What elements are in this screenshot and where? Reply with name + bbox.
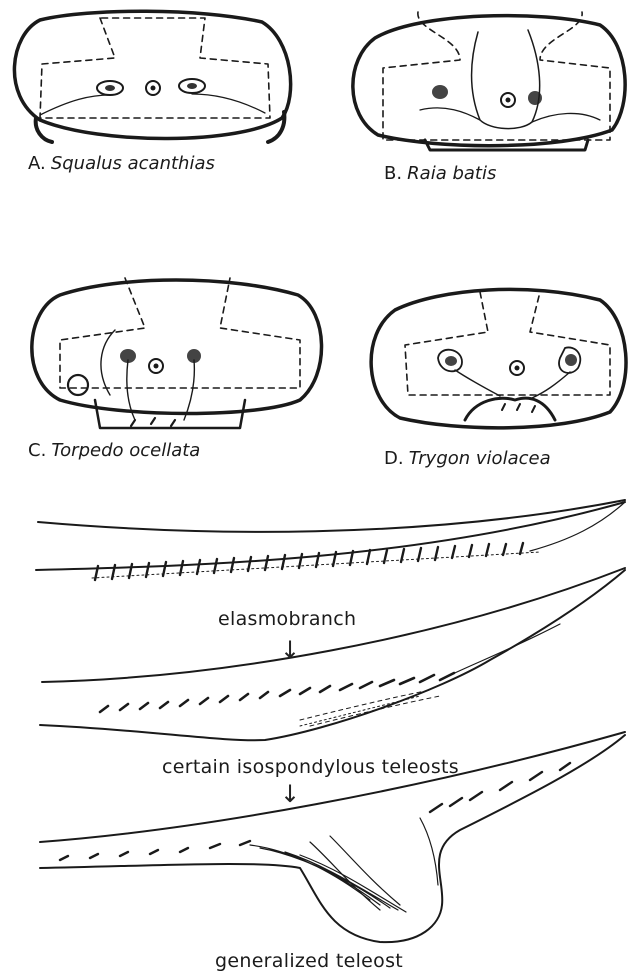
label-panel-b: B. Raia batis [384, 163, 496, 184]
label-panel-d: D. Trygon violacea [384, 448, 551, 469]
label-panel-d-letter: D. [384, 448, 404, 469]
cross-section-c [32, 278, 322, 428]
label-panel-d-species: Trygon violacea [409, 448, 551, 469]
arrow-down-icon: ↓ [280, 782, 300, 806]
label-panel-c-species: Torpedo ocellata [51, 440, 200, 461]
cross-section-b [353, 12, 625, 150]
cross-section-a [14, 11, 290, 142]
arrow-down-icon: ↓ [280, 638, 300, 662]
label-panel-c-letter: C. [28, 440, 46, 461]
cross-section-d [371, 289, 626, 427]
label-panel-a-letter: A. [28, 153, 46, 174]
label-panel-a: A. Squalus acanthias [28, 153, 215, 174]
label-panel-a-species: Squalus acanthias [51, 153, 215, 174]
label-panel-c: C. Torpedo ocellata [28, 440, 200, 461]
fin-elasmobranch [36, 500, 625, 580]
fin-isospondylous [40, 568, 625, 740]
label-isospondylous-teleosts: certain isospondylous teleosts [162, 756, 459, 778]
label-generalized-teleost: generalized teleost [215, 950, 403, 972]
label-panel-b-species: Raia batis [407, 163, 496, 184]
label-panel-b-letter: B. [384, 163, 402, 184]
label-elasmobranch: elasmobranch [218, 608, 356, 630]
